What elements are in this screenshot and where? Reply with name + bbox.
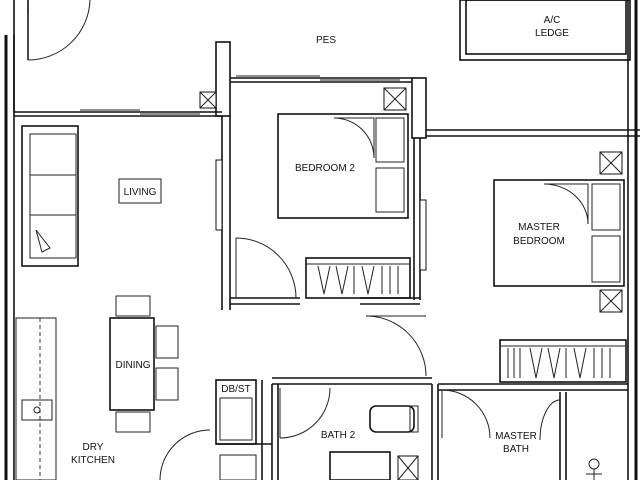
label-ac-ledge-2: LEDGE — [535, 28, 569, 39]
label-master-bath-2: BATH — [503, 444, 529, 455]
label-dry-kitchen-2: KITCHEN — [71, 455, 115, 466]
bedroom2-bed — [277, 113, 409, 219]
label-pes: PES — [316, 35, 336, 46]
label-master-bath-1: MASTER — [495, 431, 537, 442]
sofa — [21, 125, 79, 267]
master-bath-fixtures — [586, 458, 602, 480]
room-labels: PES A/C LEDGE BEDROOM 2 LIVING MASTER BE… — [71, 15, 569, 466]
label-living: LIVING — [124, 187, 157, 198]
sliding-windows — [80, 75, 400, 115]
master-wardrobe — [499, 339, 627, 383]
label-dry-kitchen-1: DRY — [83, 442, 104, 453]
bedroom2-wardrobe — [305, 87, 411, 299]
structural-walls — [4, 0, 640, 480]
master-bed — [493, 151, 625, 313]
living-label-box — [118, 178, 162, 204]
label-master-bedroom-1: MASTER — [518, 222, 560, 233]
label-dining: DINING — [116, 360, 151, 371]
label-master-bedroom-2: BEDROOM — [513, 236, 565, 247]
kitchen-counter — [15, 317, 57, 480]
dining-set — [109, 295, 179, 433]
label-ac-ledge-1: A/C — [544, 15, 561, 26]
label-db-st: DB/ST — [221, 384, 250, 395]
label-bath2: BATH 2 — [321, 430, 356, 441]
label-bedroom2: BEDROOM 2 — [295, 163, 355, 174]
bath2-fixtures — [329, 405, 419, 480]
door-swings — [27, 0, 561, 480]
